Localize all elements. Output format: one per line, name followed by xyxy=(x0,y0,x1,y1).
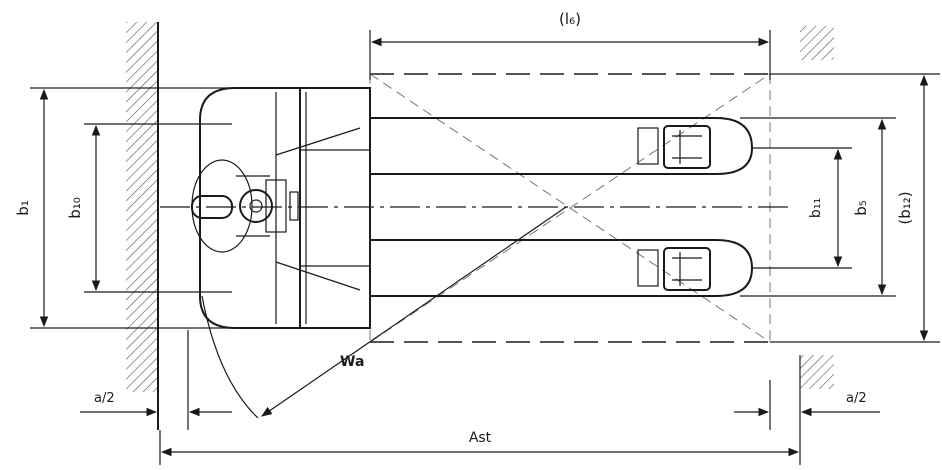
tiller-handle xyxy=(191,159,299,253)
label-ast: Ast xyxy=(469,430,492,446)
label-b10: b₁₀ xyxy=(66,197,84,219)
left-wall-hatch xyxy=(126,22,158,392)
label-b11: b₁₁ xyxy=(808,198,824,218)
label-b5: b₅ xyxy=(852,200,870,216)
label-b1: b₁ xyxy=(14,200,32,216)
turning-arc xyxy=(201,295,259,419)
label-wa: Wa xyxy=(340,354,364,370)
dim-wa xyxy=(261,206,567,417)
label-b12: (b₁₂) xyxy=(896,191,914,224)
label-a-half-right: a/2 xyxy=(846,391,867,406)
fork-upper xyxy=(369,117,754,175)
label-a-half-left: a/2 xyxy=(94,391,115,406)
right-block-top-hatch xyxy=(800,26,834,60)
pallet-outline xyxy=(369,73,771,343)
label-l6: (l₆) xyxy=(559,10,581,28)
extension-lines xyxy=(30,30,940,465)
fork-lower xyxy=(369,239,754,297)
right-block-bottom-hatch xyxy=(800,355,834,389)
